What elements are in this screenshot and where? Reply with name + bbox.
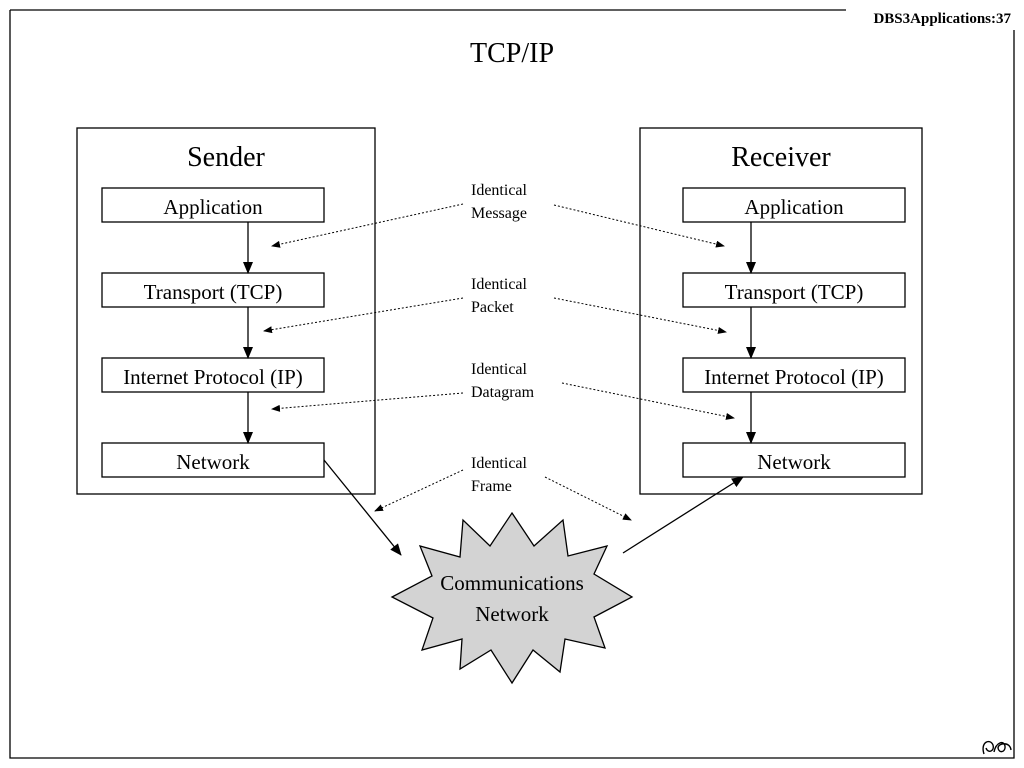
peer-label-line: Message — [471, 205, 527, 222]
communications-network-label: Communications — [440, 571, 584, 595]
receiver-layer-transport: Transport (TCP) — [682, 272, 906, 308]
sender-layer-label: Network — [176, 450, 250, 474]
sender-layer-internet: Internet Protocol (IP) — [101, 357, 325, 393]
peer-label-message: Identical Message — [471, 182, 528, 222]
peer-label-line: Packet — [471, 299, 514, 316]
receiver-heading: Receiver — [731, 142, 831, 173]
sender-layer-transport: Transport (TCP) — [101, 272, 325, 308]
dotted-arrow-datagram-receiver — [561, 382, 735, 420]
sender-layer-label: Internet Protocol (IP) — [123, 365, 303, 389]
sender-layer-network: Network — [101, 442, 325, 478]
peer-label-line: Identical — [471, 276, 528, 293]
peer-label-line: Identical — [471, 361, 528, 378]
dotted-arrow-packet-receiver — [553, 297, 727, 334]
receiver-layer-application: Application — [682, 187, 906, 223]
dotted-arrow-frame-receiver — [544, 476, 632, 521]
peer-label-line: Identical — [471, 182, 528, 199]
slide-frame-side — [9, 10, 1015, 759]
peer-label-datagram: Identical Datagram — [471, 361, 535, 401]
peer-label-line: Datagram — [471, 384, 535, 401]
receiver-layer-label: Transport (TCP) — [725, 280, 864, 304]
sender-box — [76, 127, 376, 495]
sender-heading: Sender — [187, 142, 265, 173]
arrow-sender-network-to-cloud — [323, 459, 402, 556]
communications-network-cloud — [390, 511, 634, 685]
arrow-cloud-to-receiver-network — [622, 476, 744, 554]
peer-label-line: Identical — [471, 455, 528, 472]
receiver-layer-internet: Internet Protocol (IP) — [682, 357, 906, 393]
peer-label-packet: Identical Packet — [471, 276, 528, 316]
peer-label-line: Frame — [471, 478, 512, 495]
sender-layer-application: Application — [101, 187, 325, 223]
receiver-layer-label: Application — [744, 195, 844, 219]
receiver-box — [639, 127, 923, 495]
dotted-arrow-message-sender — [271, 203, 464, 248]
slide-title: TCP/IP — [470, 38, 554, 69]
peer-label-frame: Identical Frame — [471, 455, 528, 495]
sender-layer-label: Application — [163, 195, 263, 219]
receiver-layer-label: Network — [757, 450, 831, 474]
dotted-arrow-packet-sender — [263, 297, 464, 334]
sender-layer-label: Transport (TCP) — [144, 280, 283, 304]
receiver-layer-network: Network — [682, 442, 906, 478]
logo-icon — [982, 740, 1012, 755]
dotted-arrow-frame-sender — [374, 469, 464, 512]
dotted-arrow-datagram-sender — [271, 392, 464, 412]
slide-reference: DBS3Applications:37 — [873, 11, 1011, 27]
receiver-layer-label: Internet Protocol (IP) — [704, 365, 884, 389]
communications-network-label: Network — [475, 602, 549, 626]
dotted-arrow-message-receiver — [553, 204, 725, 248]
